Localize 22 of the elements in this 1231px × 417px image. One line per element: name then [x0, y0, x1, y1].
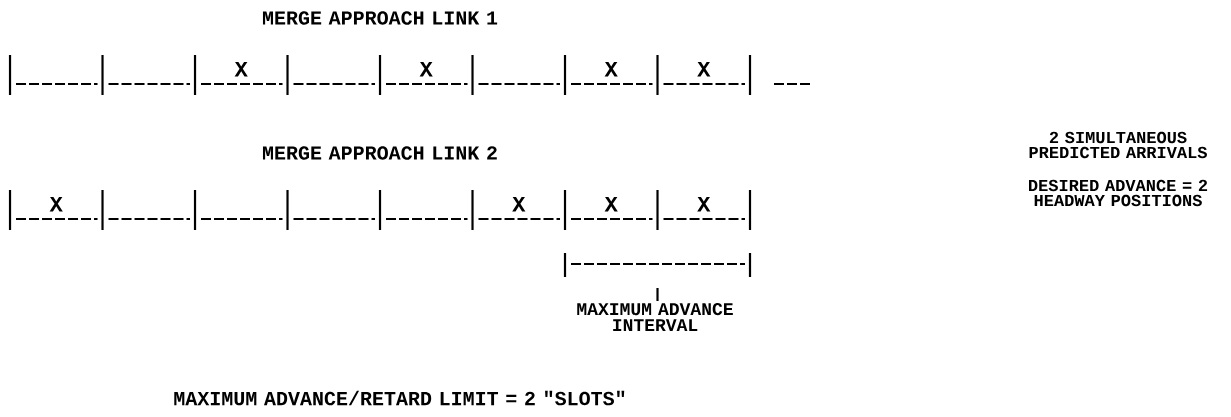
caption: MAXIMUM ADVANCE INTERVAL	[577, 302, 733, 331]
slot	[193, 190, 284, 230]
slot	[286, 190, 376, 230]
slot	[286, 55, 376, 95]
note: DESIRED ADVANCE = 2 HEADWAY POSITIONS	[1029, 179, 1208, 207]
slot: X	[471, 190, 561, 230]
note: 2 SIMULTANEOUS PREDICTED ARRIVALS	[1029, 131, 1207, 159]
slot: X	[656, 55, 752, 95]
title: MERGE APPROACH LINK 1	[262, 11, 498, 25]
slot: X	[656, 190, 752, 230]
slot: X	[8, 190, 99, 230]
slot	[101, 190, 191, 230]
slot: X	[378, 55, 469, 95]
slot	[101, 55, 191, 95]
slot: X	[563, 190, 654, 230]
slot	[378, 190, 469, 230]
slot: X	[193, 55, 284, 95]
slot	[8, 55, 99, 95]
slot: X	[563, 55, 654, 95]
note: MAXIMUM ADVANCE/RETARD LIMIT = 2 "SLOTS"	[174, 390, 625, 406]
title: MERGE APPROACH LINK 2	[262, 146, 497, 160]
slot	[471, 55, 561, 95]
